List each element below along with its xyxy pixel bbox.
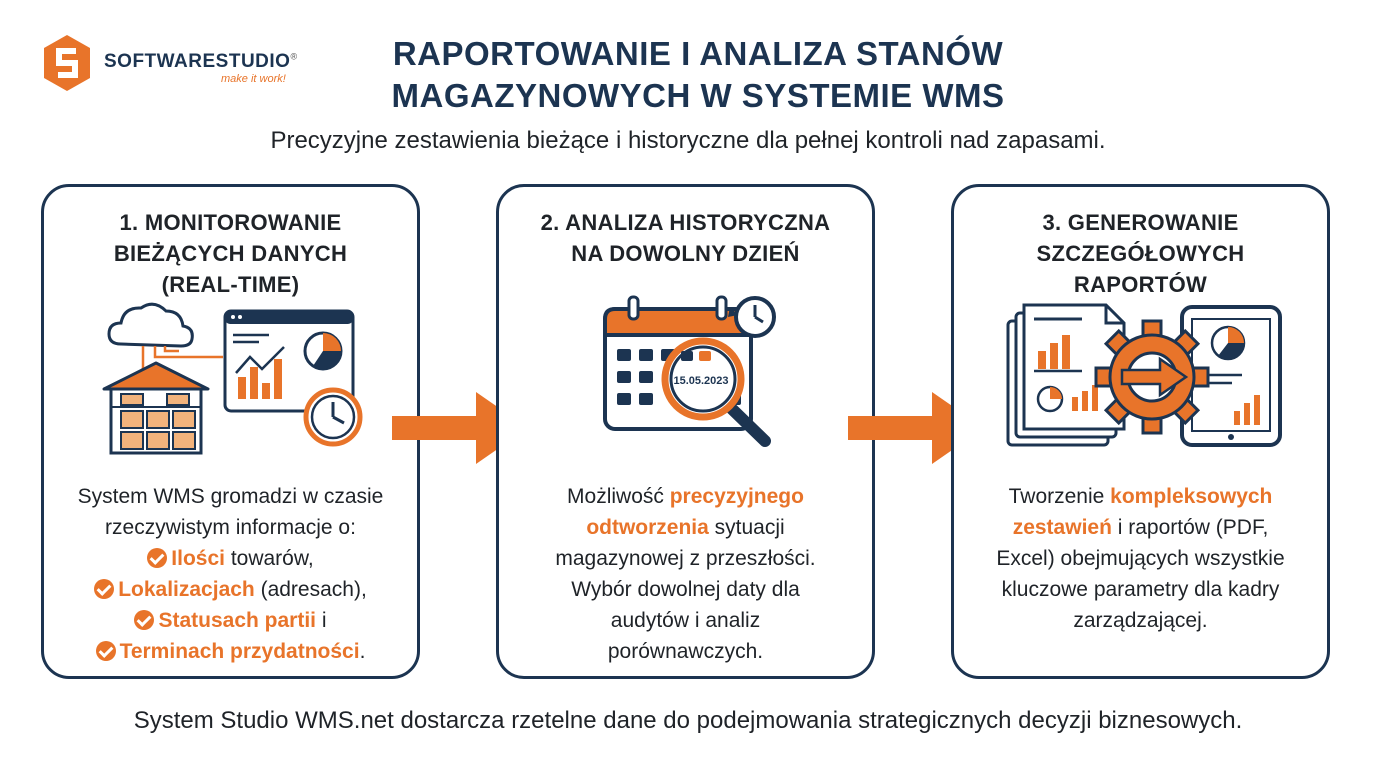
card-text-line: zestawień i raportów (PDF, bbox=[954, 512, 1327, 543]
card-title-line: 2. ANALIZA HISTORYCZNA bbox=[540, 210, 831, 235]
card-reports: 3. GENEROWANIE SZCZEGÓŁOWYCH RAPORTÓW bbox=[951, 184, 1330, 679]
text-highlight: odtworzenia bbox=[586, 516, 709, 539]
history-illustration bbox=[603, 295, 776, 447]
card-text-line: porównawczych. bbox=[607, 640, 764, 663]
card-title: 1. MONITOROWANIE BIEŻĄCYCH DANYCH (REAL-… bbox=[44, 207, 417, 300]
text-segment: Możliwość bbox=[567, 485, 670, 508]
text-segment: i raportów (PDF, bbox=[1111, 516, 1269, 539]
card-title-line: SZCZEGÓŁOWYCH bbox=[1036, 241, 1245, 266]
gear-icon bbox=[1094, 319, 1210, 435]
card-text-line: magazynowej z przeszłości. bbox=[555, 547, 816, 570]
title-line-2: MAGAZYNOWYCH W SYSTEMIE WMS bbox=[391, 77, 1005, 114]
footer-text: System Studio WMS.net dostarcza rzetelne… bbox=[133, 707, 1243, 734]
feature-item-rest: . bbox=[359, 640, 366, 663]
card-text-line: System WMS gromadzi w czasie bbox=[77, 485, 384, 508]
realtime-illustration bbox=[102, 302, 363, 455]
text-segment: sytuacji bbox=[708, 516, 785, 539]
feature-item: Lokalizacjach (adresach), bbox=[44, 574, 417, 605]
arrow-right-icon bbox=[392, 392, 528, 464]
text-segment: Tworzenie bbox=[1008, 485, 1111, 508]
card-text-line: Wybór dowolnej daty dla bbox=[571, 578, 800, 601]
clock-icon bbox=[728, 296, 776, 338]
card-text-line: Możliwość precyzyjnego bbox=[499, 481, 872, 512]
brand-logo: SOFTWARESTUDIO® make it work! bbox=[40, 34, 320, 94]
text-highlight: precyzyjnego bbox=[669, 485, 804, 508]
check-icon bbox=[147, 548, 168, 568]
card-title-line: 3. GENEROWANIE bbox=[1042, 210, 1239, 235]
documents-icon bbox=[1006, 303, 1126, 447]
warehouse-icon bbox=[102, 361, 210, 455]
card-body: System WMS gromadzi w czasie rzeczywisty… bbox=[44, 481, 417, 667]
check-icon bbox=[95, 641, 116, 661]
card-title-line: NA DOWOLNY DZIEŃ bbox=[571, 241, 800, 266]
card-text-line: zarządzającej. bbox=[1073, 609, 1208, 632]
card-title-line: RAPORTÓW bbox=[1073, 272, 1208, 297]
feature-item-bold: Lokalizacjach bbox=[118, 578, 255, 601]
text-highlight: kompleksowych bbox=[1110, 485, 1273, 508]
cloud-icon bbox=[107, 302, 223, 374]
feature-item-rest: towarów, bbox=[224, 547, 314, 570]
feature-item-bold: Terminach przydatności bbox=[119, 640, 360, 663]
tablet-icon bbox=[1180, 305, 1282, 447]
card-title-line: 1. MONITOROWANIE bbox=[119, 210, 342, 235]
check-icon bbox=[94, 579, 115, 599]
feature-item-bold: Statusach partii bbox=[158, 609, 317, 632]
card-title-line: BIEŻĄCYCH DANYCH bbox=[113, 241, 348, 266]
title-line-1: RAPORTOWANIE I ANALIZA STANÓW bbox=[392, 35, 1004, 72]
feature-item: Terminach przydatności. bbox=[44, 636, 417, 667]
feature-item-rest: i bbox=[316, 609, 327, 632]
card-text-line: audytów i analiz bbox=[610, 609, 761, 632]
card-monitoring: 1. MONITOROWANIE BIEŻĄCYCH DANYCH (REAL-… bbox=[41, 184, 420, 679]
page-subtitle: Precyzyjne zestawienia bieżące i history… bbox=[270, 127, 1106, 154]
feature-item-bold: Ilości bbox=[171, 547, 225, 570]
brand-tagline: make it work! bbox=[221, 73, 286, 85]
clock-icon bbox=[303, 387, 363, 447]
reports-illustration bbox=[1006, 303, 1282, 447]
card-text-line: kluczowe parametry dla kadry bbox=[1001, 578, 1280, 601]
dashboard-icon bbox=[223, 309, 355, 413]
card-body: Tworzenie kompleksowych zestawień i rapo… bbox=[954, 481, 1327, 636]
feature-item-rest: (adresach), bbox=[254, 578, 367, 601]
feature-item: Statusach partii i bbox=[44, 605, 417, 636]
feature-item: Ilości towarów, bbox=[44, 543, 417, 574]
card-title: 3. GENEROWANIE SZCZEGÓŁOWYCH RAPORTÓW bbox=[954, 207, 1327, 300]
card-title: 2. ANALIZA HISTORYCZNA NA DOWOLNY DZIEŃ bbox=[499, 207, 872, 269]
brand-name: SOFTWARESTUDIO® bbox=[104, 51, 298, 72]
page-title: RAPORTOWANIE I ANALIZA STANÓW MAGAZYNOWY… bbox=[300, 33, 1096, 117]
card-body: Możliwość precyzyjnego odtworzenia sytua… bbox=[499, 481, 872, 667]
arrow-right-icon bbox=[848, 392, 984, 464]
card-history: 2. ANALIZA HISTORYCZNA NA DOWOLNY DZIEŃ bbox=[496, 184, 875, 679]
calendar-date: 15.05.2023 bbox=[673, 375, 729, 387]
card-text-line: Excel) obejmujących wszystkie bbox=[996, 547, 1285, 570]
card-text-line: odtworzenia sytuacji bbox=[499, 512, 872, 543]
card-title-line: (REAL-TIME) bbox=[161, 272, 300, 297]
magnifier-icon bbox=[661, 337, 771, 447]
card-text-line: rzeczywistym informacje o: bbox=[105, 516, 356, 539]
logo-icon bbox=[44, 35, 90, 91]
text-highlight: zestawień bbox=[1012, 516, 1112, 539]
check-icon bbox=[134, 610, 155, 630]
card-text-line: Tworzenie kompleksowych bbox=[954, 481, 1327, 512]
